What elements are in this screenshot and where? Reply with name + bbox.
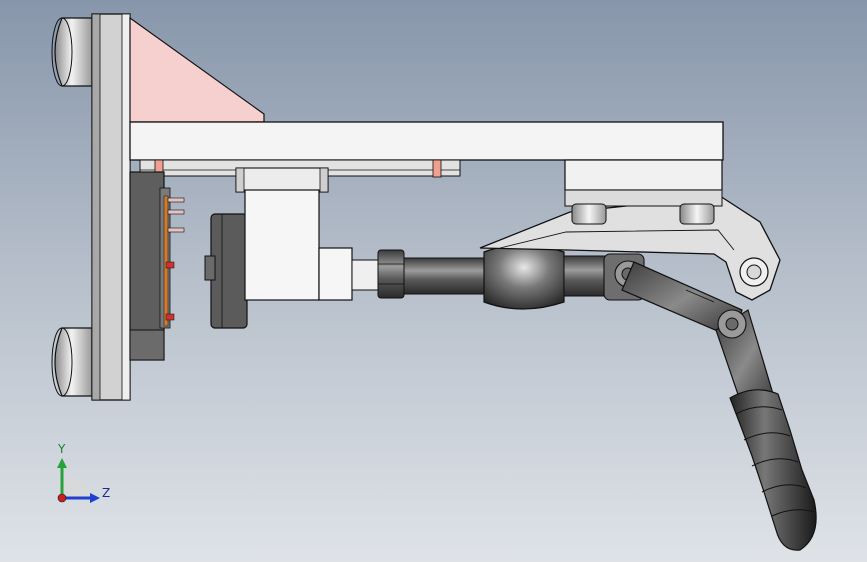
- axis-origin: [57, 493, 67, 503]
- y-axis-label: Y: [58, 442, 66, 456]
- pad-bracket: [244, 189, 353, 301]
- connector-pins: [165, 197, 185, 321]
- barrel-nut: [483, 244, 565, 310]
- bottom-bumper: [51, 327, 93, 397]
- connector-block: [129, 171, 171, 361]
- clamp-pad: [204, 213, 248, 329]
- top-bumper: [51, 17, 93, 87]
- slider-carriage: [235, 167, 329, 193]
- horizontal-arm-plate: [129, 121, 724, 161]
- spindle-rod: [351, 249, 485, 299]
- axis-triad: [57, 458, 100, 503]
- clamp-mount-block: [564, 159, 723, 225]
- vertical-base-plate: [91, 13, 131, 401]
- handle-lever[interactable]: [715, 309, 777, 413]
- gusset: [129, 16, 265, 123]
- z-axis-label: Z: [102, 486, 111, 500]
- handle-grip[interactable]: [729, 389, 817, 551]
